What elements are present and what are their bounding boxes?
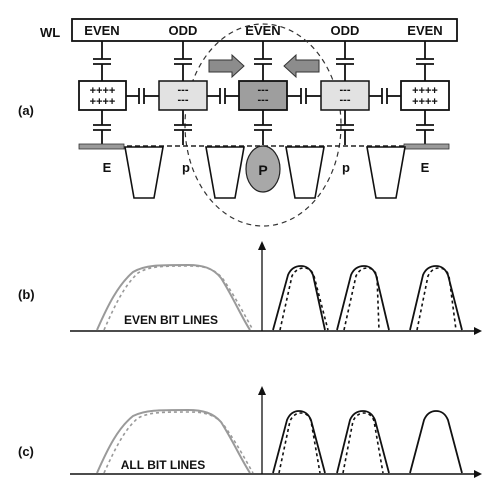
cell-0: ++++ ++++ bbox=[78, 80, 127, 111]
substrate-label-1: p bbox=[182, 160, 190, 175]
state-3-dashed-b bbox=[416, 267, 457, 331]
axis-arrow-up-icon bbox=[258, 241, 266, 250]
wordline-col-2: EVEN bbox=[245, 23, 280, 38]
trench-1 bbox=[124, 146, 164, 199]
state-1-solid-b bbox=[272, 265, 326, 331]
substrate-label-2: P bbox=[258, 162, 267, 178]
caption-c: ALL BIT LINES bbox=[121, 458, 205, 472]
capacitor-column-4 bbox=[416, 41, 434, 145]
cell-charge-1a: --- bbox=[178, 84, 189, 96]
p-well-blob bbox=[245, 145, 281, 193]
floating-gate-3 bbox=[320, 80, 370, 111]
state-2-solid-c bbox=[336, 410, 390, 474]
caption-b: EVEN BIT LINES bbox=[124, 313, 218, 327]
axis-arrow-right-icon bbox=[474, 327, 482, 335]
cell-2: --- --- bbox=[238, 80, 288, 111]
panel-b-label: (b) bbox=[18, 287, 35, 302]
lateral-capacitors bbox=[126, 88, 401, 104]
capacitor-column-0 bbox=[93, 41, 111, 145]
cell-charge-3a: --- bbox=[340, 84, 351, 96]
state-2-solid-b bbox=[336, 265, 390, 331]
panel-a-label: (a) bbox=[18, 103, 34, 118]
cell-charge-2a: --- bbox=[258, 84, 269, 96]
erase-distribution-solid-b bbox=[96, 263, 251, 331]
cell-charge-2b: --- bbox=[258, 94, 269, 106]
erase-distribution-dashed-c bbox=[103, 411, 254, 474]
state-1-dashed-b bbox=[279, 267, 329, 331]
substrate-pad-left bbox=[78, 143, 125, 150]
cell-charge-1b: --- bbox=[178, 94, 189, 106]
floating-gate-1 bbox=[158, 80, 208, 111]
capacitor-column-1 bbox=[174, 41, 192, 145]
panel-c: (c) ALL BIT LINES bbox=[18, 386, 482, 478]
cell-4: ++++ ++++ bbox=[400, 80, 450, 111]
trench-4 bbox=[366, 146, 406, 199]
floating-gate-0 bbox=[78, 80, 127, 111]
panel-c-label: (c) bbox=[18, 444, 34, 459]
axis-arrow-up-icon-c bbox=[258, 386, 266, 395]
cell-charge-3b: --- bbox=[340, 94, 351, 106]
wordline-bar bbox=[71, 18, 458, 42]
state-3-solid-c bbox=[409, 410, 463, 474]
substrate-label-4: E bbox=[421, 160, 430, 175]
wordline-col-3: ODD bbox=[331, 23, 360, 38]
substrate-pad-right bbox=[403, 143, 450, 150]
state-2-dashed-b bbox=[343, 267, 380, 331]
state-3-solid-b bbox=[409, 265, 463, 331]
wordline-col-0: EVEN bbox=[84, 23, 119, 38]
state-1-solid-c bbox=[272, 410, 326, 474]
state-2-dashed-c bbox=[342, 412, 384, 474]
erase-distribution-dashed-b bbox=[103, 265, 254, 331]
capacitor-column-3 bbox=[336, 41, 354, 145]
wordline-col-4: EVEN bbox=[407, 23, 442, 38]
panel-a: (a) WL EVEN ODD EVEN ODD EVEN bbox=[18, 18, 458, 227]
axis-arrow-right-icon-c bbox=[474, 470, 482, 478]
substrate-label-3: p bbox=[342, 160, 350, 175]
trench-3 bbox=[285, 146, 325, 199]
state-1-dashed-c bbox=[278, 412, 321, 474]
substrate-label-0: E bbox=[103, 160, 112, 175]
capacitor-column-2 bbox=[254, 41, 272, 145]
floating-gate-4 bbox=[400, 80, 450, 111]
cell-charge-0b: ++++ bbox=[90, 96, 116, 108]
cell-charge-4b: ++++ bbox=[412, 96, 438, 108]
cell-3: --- --- bbox=[320, 80, 370, 111]
panel-b: (b) EVEN BIT LINES bbox=[18, 241, 482, 335]
wordline-label: WL bbox=[40, 25, 60, 40]
cell-charge-4a: ++++ bbox=[412, 85, 438, 97]
arrow-left-icon bbox=[283, 53, 320, 79]
cell-charge-0a: ++++ bbox=[90, 85, 116, 97]
wordline-col-1: ODD bbox=[169, 23, 198, 38]
erase-distribution-solid-c bbox=[96, 408, 251, 474]
cell-1: --- --- bbox=[158, 80, 208, 111]
floating-gate-2 bbox=[238, 80, 288, 111]
arrow-right-icon bbox=[208, 53, 245, 79]
trench-2 bbox=[205, 146, 245, 199]
